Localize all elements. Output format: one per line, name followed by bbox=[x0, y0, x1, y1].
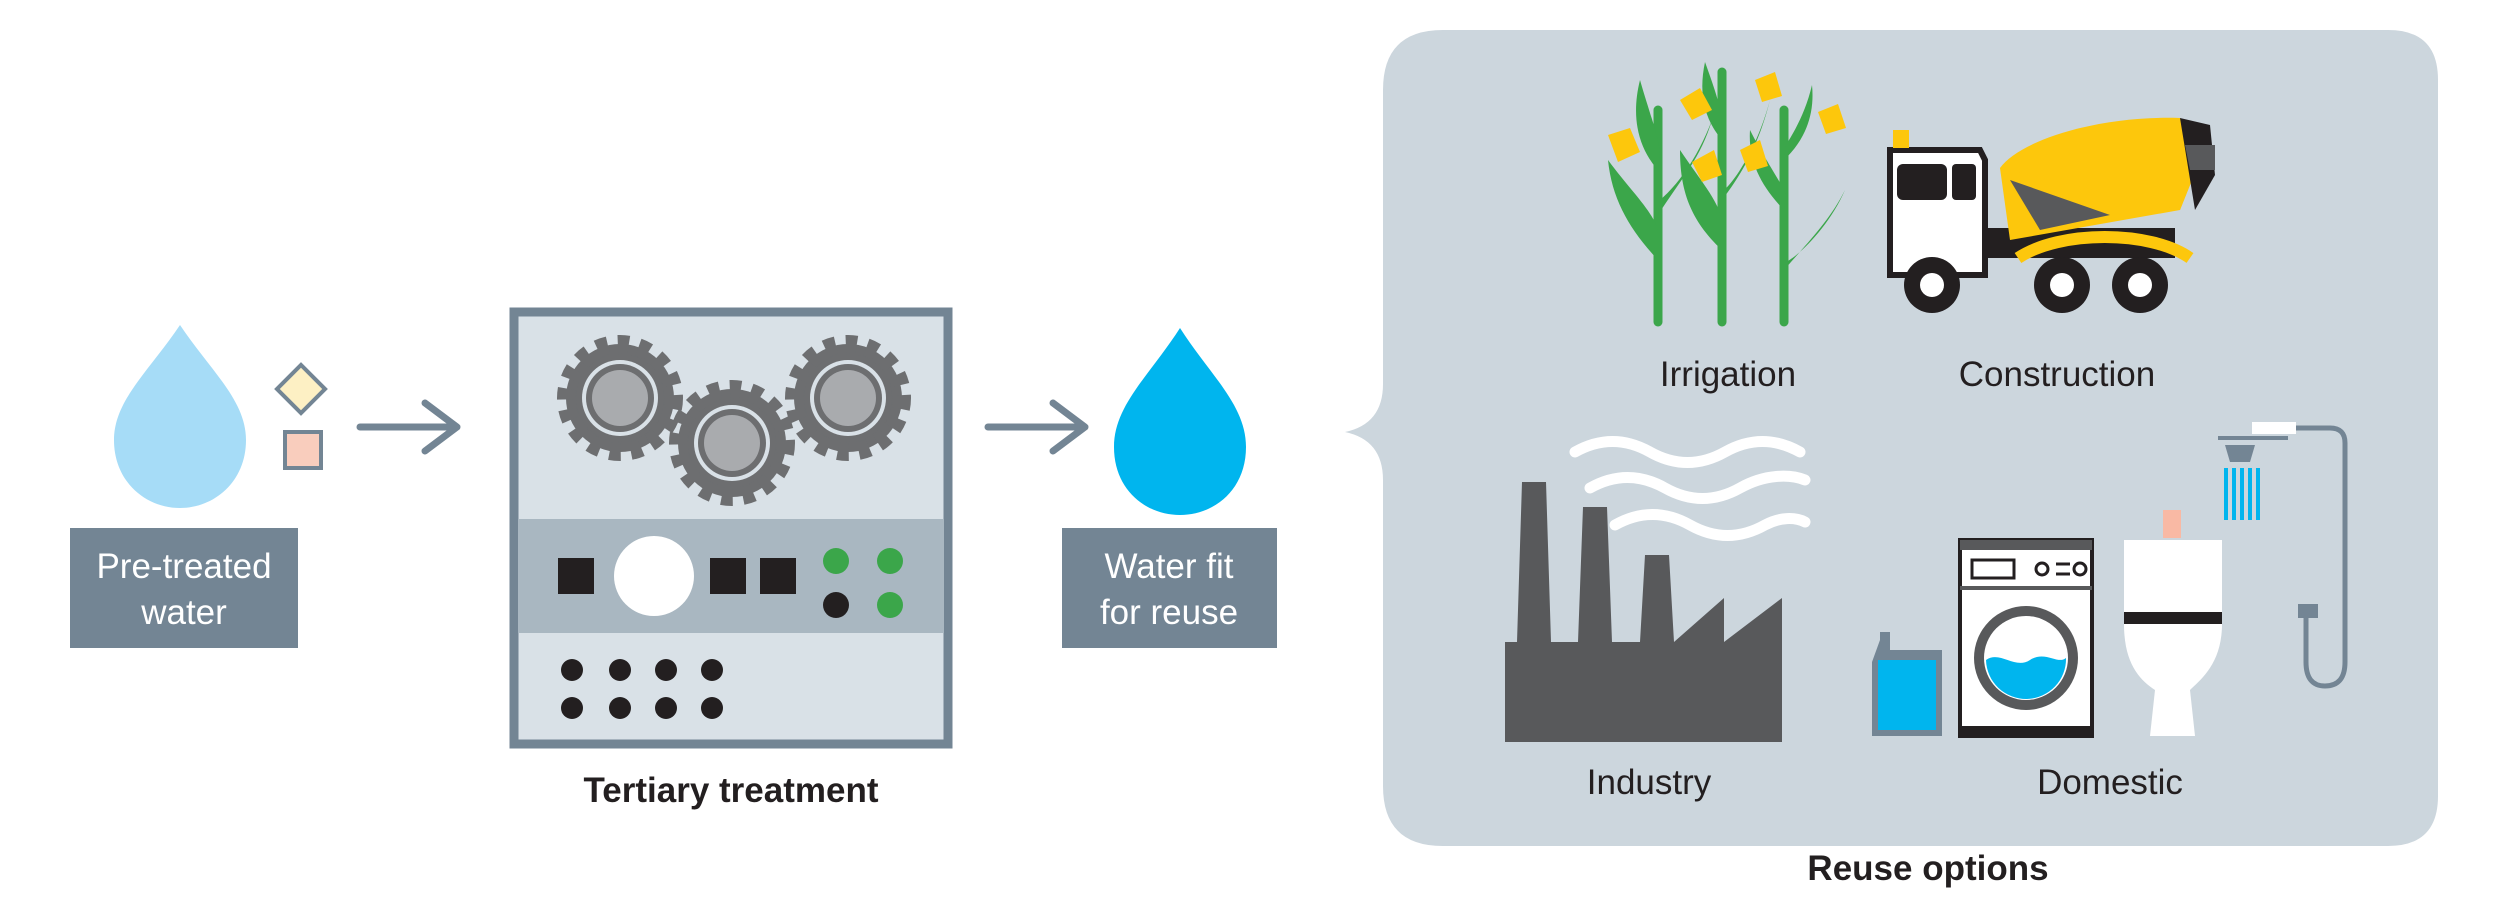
control-button-icon bbox=[760, 558, 796, 594]
diamond-particle-icon bbox=[274, 362, 328, 416]
tertiary-treatment-label: Tertiary treatment bbox=[583, 771, 878, 810]
arrow-icon bbox=[984, 399, 1089, 455]
gear-icon bbox=[785, 335, 911, 461]
detergent-container-icon bbox=[1872, 632, 1942, 736]
indicator-light-icon bbox=[823, 548, 849, 574]
reuse-option-label-irrigation: Irrigation bbox=[1660, 355, 1796, 394]
tertiary-treatment-machine-icon bbox=[509, 307, 953, 749]
pre-treated-water-label-line1: Pre-treated bbox=[96, 547, 271, 586]
gear-icon bbox=[557, 335, 683, 461]
water-fit-for-reuse-stage: Water fit for reuse bbox=[1062, 328, 1277, 648]
reuse-option-label-industry: Industry bbox=[1587, 763, 1712, 802]
shower-icon bbox=[2218, 422, 2348, 689]
gear-icon bbox=[669, 380, 795, 506]
toilet-icon bbox=[2124, 510, 2222, 736]
dial-icon bbox=[614, 536, 694, 616]
square-particle-icon bbox=[283, 430, 323, 470]
water-fit-label-line1: Water fit bbox=[1105, 547, 1234, 586]
indicator-light-icon bbox=[877, 592, 903, 618]
corn-plants-icon bbox=[1608, 62, 1846, 327]
indicator-light-icon bbox=[877, 548, 903, 574]
household-appliances-icon bbox=[1872, 422, 2348, 738]
arrow-icon bbox=[356, 399, 461, 455]
pre-treated-water-label-box bbox=[70, 528, 298, 648]
control-button-icon bbox=[558, 558, 594, 594]
vent-dots-icon bbox=[561, 659, 723, 719]
pre-treated-water-label-line2: water bbox=[140, 593, 227, 632]
washing-machine-icon bbox=[1958, 538, 2094, 738]
reuse-options-title: Reuse options bbox=[1807, 849, 2048, 888]
indicator-light-icon bbox=[823, 592, 849, 618]
water-fit-for-reuse-label-box bbox=[1062, 528, 1277, 648]
cement-mixer-truck-icon bbox=[1887, 117, 2215, 313]
water-fit-label-line2: for reuse bbox=[1100, 593, 1238, 632]
bright-water-drop-icon bbox=[1114, 328, 1246, 515]
reuse-option-label-domestic: Domestic bbox=[2037, 763, 2183, 802]
control-button-icon bbox=[710, 558, 746, 594]
factory-icon bbox=[1505, 436, 1811, 742]
light-water-drop-icon bbox=[114, 325, 246, 508]
pre-treated-water-stage: Pre-treated water bbox=[70, 325, 328, 648]
reuse-option-label-construction: Construction bbox=[1959, 355, 2155, 394]
